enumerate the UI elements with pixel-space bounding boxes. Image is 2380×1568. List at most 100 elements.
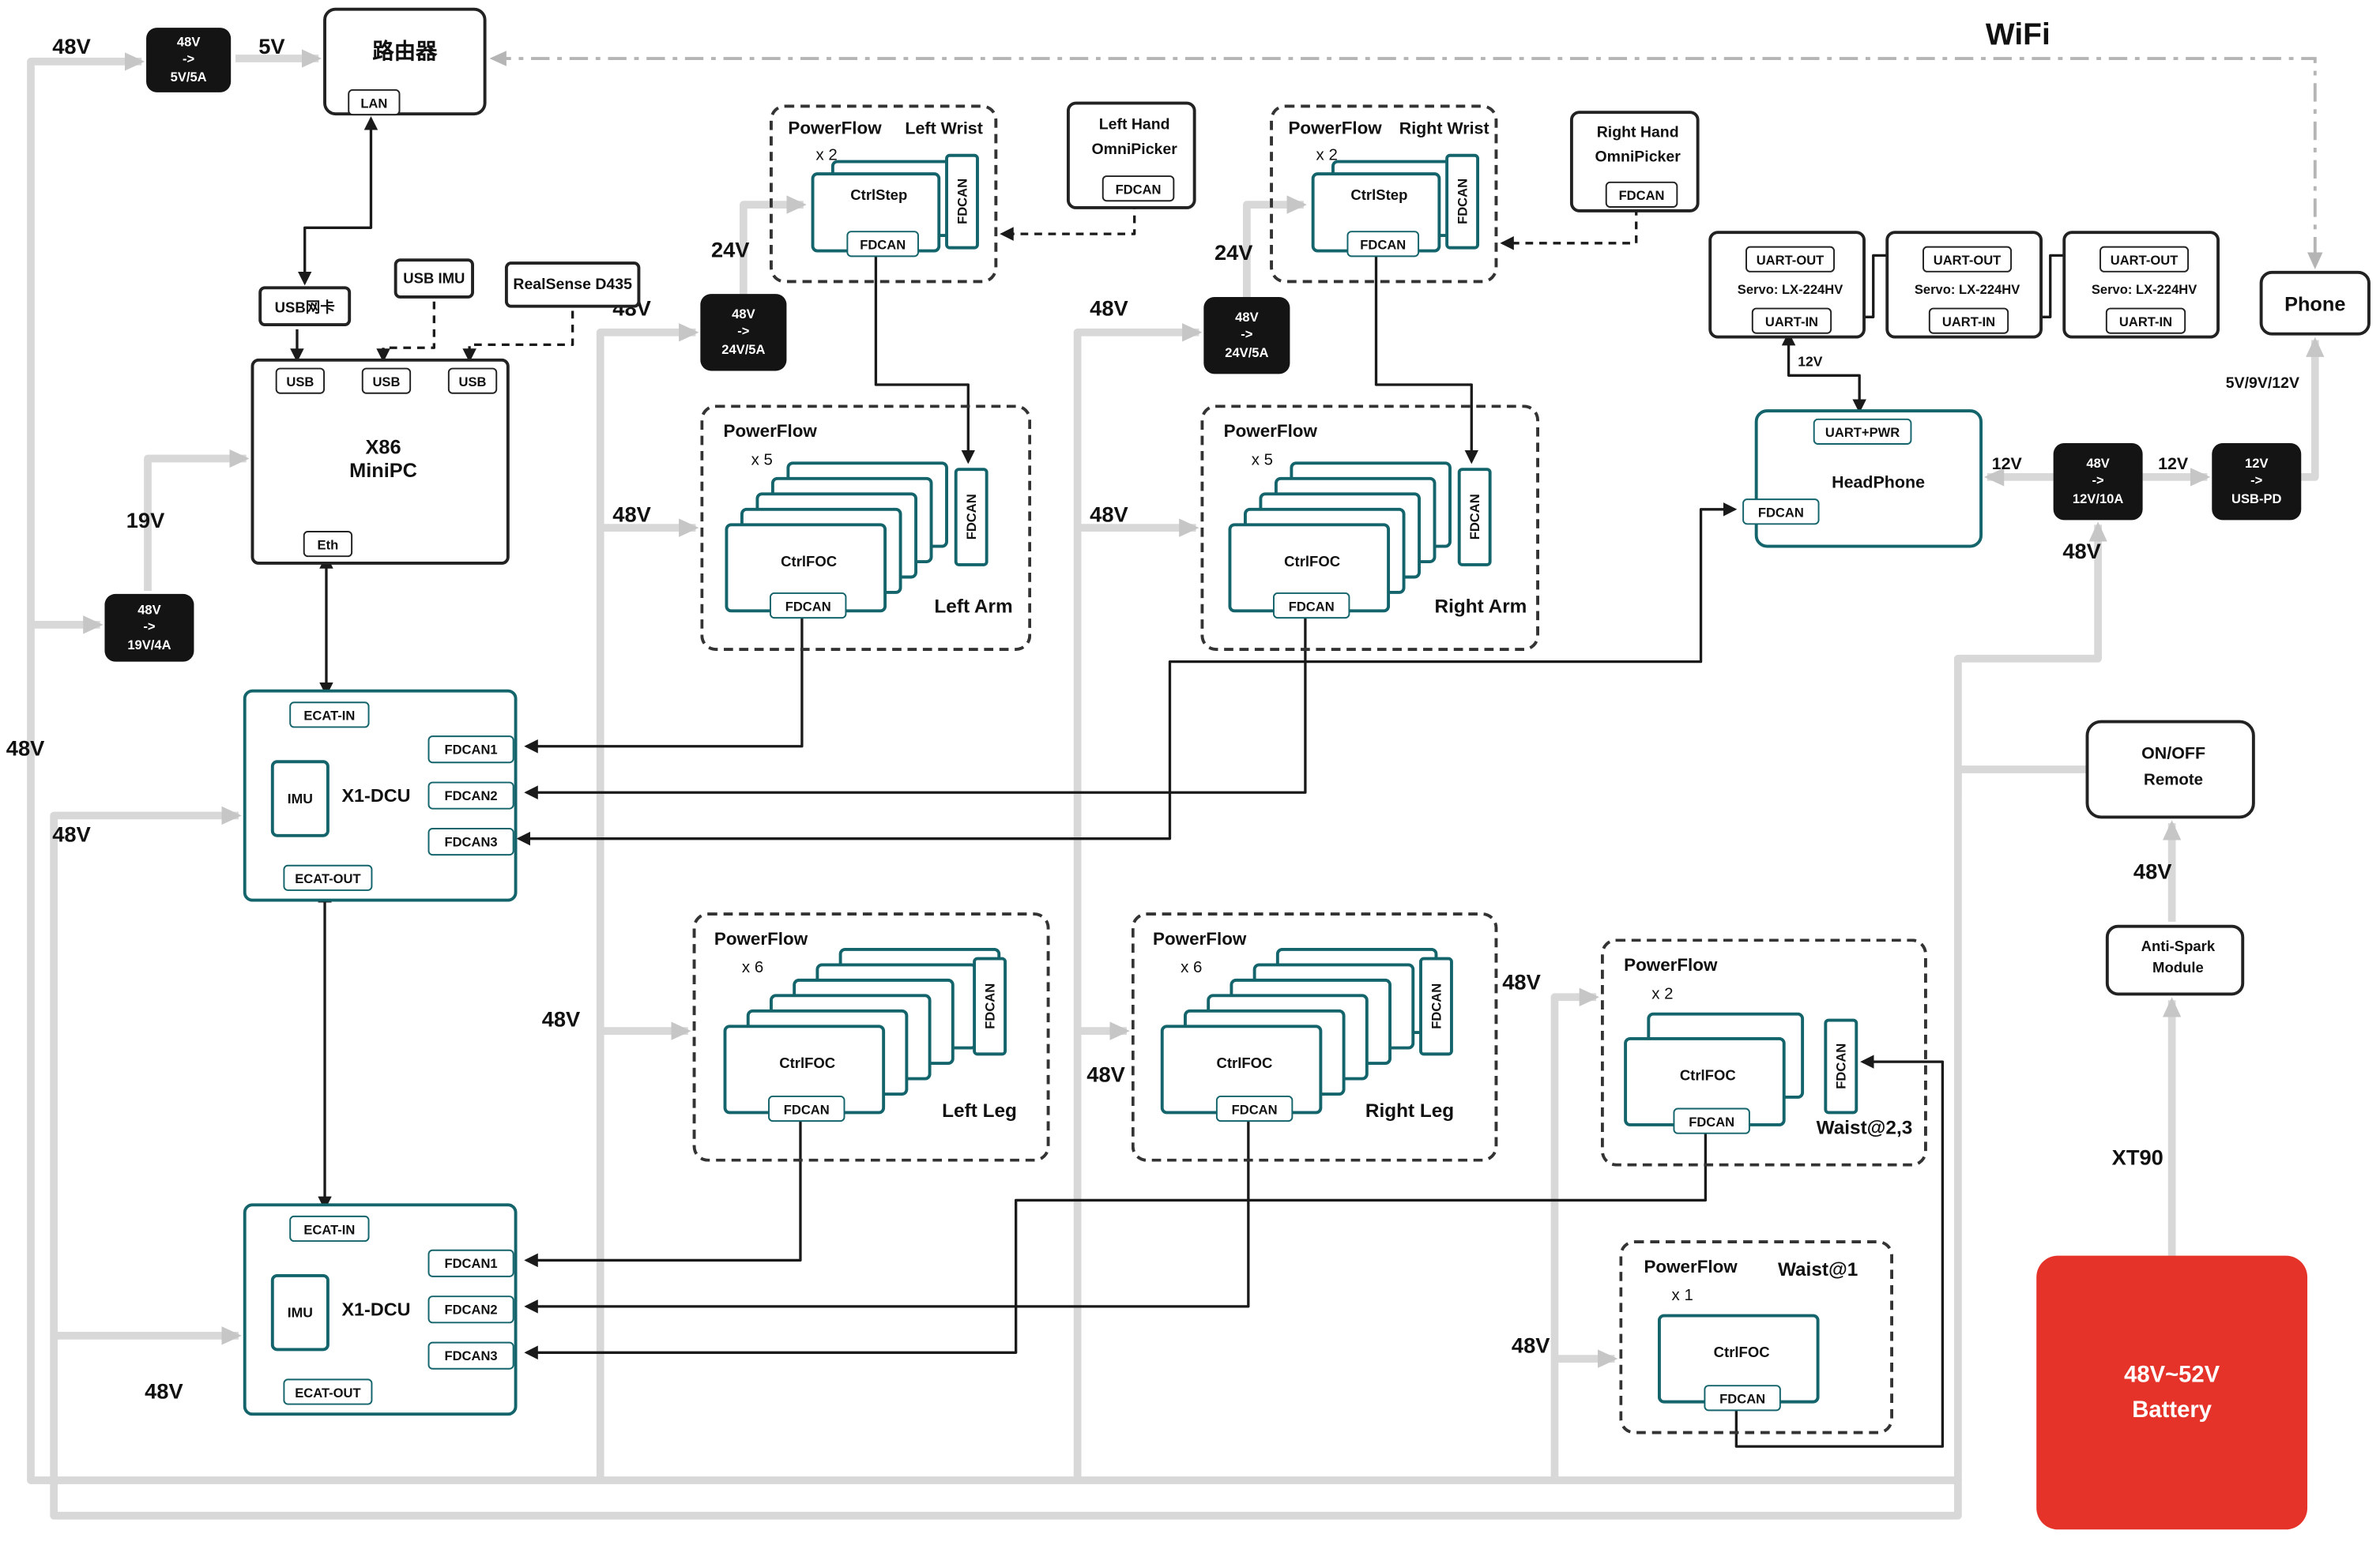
label-48v-top: 48V [52, 33, 91, 59]
label-xt90: XT90 [2111, 1145, 2163, 1170]
hand-name: Right Hand [1596, 124, 1679, 142]
fdcan-chain-label: FDCAN [954, 179, 970, 225]
converter-in: 48V [732, 306, 755, 322]
label-24v-left: 24V [710, 236, 750, 262]
converter-in: 48V [1235, 310, 1259, 325]
wire-48v-riser-mid [1073, 323, 1203, 1480]
minipc-box: USB USB USB X86 MiniPC Eth [250, 358, 512, 565]
eth-port: Eth [303, 531, 353, 558]
wire-48v-main-loop [27, 52, 2086, 1484]
powerflow-count: x 2 [815, 146, 838, 165]
uart-out-port: UART-OUT [1922, 246, 2013, 273]
hand-name: Left Hand [1098, 117, 1170, 134]
battery-line1: 48V~52V [2124, 1361, 2220, 1389]
label-5v: 5V [258, 33, 285, 59]
converter-in: 48V [137, 602, 161, 618]
imu-box: IMU [270, 760, 330, 837]
dcu-title: X1-DCU [341, 1299, 411, 1321]
ctrlfoc-label: CtrlFOC [1284, 554, 1341, 571]
converter-in: 12V [2245, 456, 2269, 472]
uart-in-port: UART-IN [1751, 307, 1832, 334]
label-wifi: WiFi [1985, 18, 2050, 53]
headphone-title: HeadPhone [1832, 473, 1926, 493]
hand-type: OmniPicker [1595, 149, 1681, 167]
wire-48v-to-12v-conv [1953, 521, 2107, 800]
group-label-waist1: Waist@1 [1777, 1258, 1858, 1280]
minipc-line2: MiniPC [349, 458, 417, 482]
ctrlfoc-label: CtrlFOC [1679, 1067, 1736, 1085]
wire-righthand-wrist [1500, 207, 1638, 250]
hand-type: OmniPicker [1091, 141, 1177, 159]
group-label-right-leg: Right Leg [1365, 1100, 1455, 1122]
headphone-box: UART+PWR HeadPhone FDCAN [1742, 409, 1983, 548]
converter-out: 24V/5A [721, 340, 766, 356]
converter-arrow: -> [2092, 472, 2104, 489]
fdcan-port: FDCAN [1272, 592, 1350, 619]
powerflow-title: PowerFlow [1624, 957, 1718, 976]
label-48v-dcu-upper: 48V [52, 822, 91, 847]
converter-12v-usbpd: 12V -> USB-PD [2212, 443, 2302, 521]
ctrlfoc-label: CtrlFOC [779, 1055, 836, 1073]
powerflow-unit-front: CtrlFOC FDCAN [1657, 1314, 1820, 1412]
realsense-box: RealSense D435 [504, 261, 641, 308]
battery-line2: Battery [2132, 1397, 2212, 1423]
fdcan-chain-label: FDCAN [963, 494, 979, 540]
label-48v-left-leg: 48V [541, 1006, 581, 1032]
powerflow-count: x 5 [751, 450, 773, 470]
fdcan-chain-label: FDCAN [981, 983, 998, 1029]
fdcan-chain-label: FDCAN [1454, 179, 1471, 225]
fdcan-chain-label: FDCAN [1833, 1043, 1849, 1089]
powerflow-title: PowerFlow [788, 119, 882, 139]
powerflow-title: PowerFlow [1223, 423, 1317, 442]
left-arm-assembly: PowerFlow x 5 FDCAN CtrlFOC FDCAN Left A… [700, 404, 1032, 652]
usb-port-2: USB [361, 367, 412, 394]
group-label-left-leg: Left Leg [942, 1100, 1017, 1122]
wire-leftwrist-leftarm [874, 250, 976, 464]
ecat-in-port: ECAT-IN [289, 1215, 370, 1243]
wire-usbpd-to-phone [2301, 337, 2325, 481]
converter-arrow: -> [183, 51, 195, 67]
powerflow-unit-front: CtrlFOC FDCAN [1624, 1036, 1786, 1134]
ctrlfoc-label: CtrlFOC [781, 554, 838, 571]
wire-rightleg-fdcan2 [524, 1115, 1250, 1314]
antispark-line2: Module [2152, 960, 2204, 977]
antispark-line1: Anti-Spark [2141, 938, 2216, 956]
label-19v: 19V [126, 507, 165, 533]
converter-48v-24v-left: 48V -> 24V/5A [700, 294, 787, 371]
usb-port-1: USB [275, 367, 326, 394]
fdcan-chain-label: FDCAN [1467, 494, 1482, 540]
powerflow-count: x 5 [1251, 450, 1274, 470]
fdcan-chain-tab: FDCAN [1457, 468, 1492, 566]
wire-leftleg-fdcan1 [524, 1115, 802, 1268]
label-24v-right: 24V [1214, 239, 1253, 265]
fdcan-port: FDCAN [770, 592, 847, 619]
uart-in-port: UART-IN [2105, 307, 2186, 334]
waist1-assembly: PowerFlow x 1 Waist@1 CtrlFOC FDCAN [1619, 1240, 1894, 1435]
powerflow-unit-front: CtrlStep FDCAN [811, 172, 941, 258]
powerflow-count: x 6 [1181, 958, 1203, 977]
converter-out: 12V/10A [2072, 490, 2124, 506]
label-48v-dcu-lower: 48V [145, 1378, 183, 1404]
label-48v-waist1: 48V [1511, 1332, 1550, 1358]
wire-rightwrist-rightarm [1374, 250, 1479, 464]
powerflow-unit-front: CtrlFOC FDCAN [1228, 523, 1391, 619]
servo-name: Servo: LX-224HV [1737, 281, 1843, 297]
fdcan2-port: FDCAN2 [427, 1295, 514, 1324]
left-wrist-assembly: PowerFlow x 2 Left Wrist FDCAN CtrlStep … [770, 104, 998, 284]
fdcan-chain-tab: FDCAN [1445, 153, 1480, 250]
imu-box: IMU [270, 1273, 330, 1352]
label-12v-headphone: 12V [1991, 455, 2022, 474]
ecat-in-port: ECAT-IN [289, 701, 370, 728]
label-48v-waist23: 48V [1502, 969, 1541, 995]
minipc-title: X86 MiniPC [254, 435, 512, 481]
wire-servo-headphone-12v [1781, 331, 1866, 414]
router-title: 路由器 [372, 38, 438, 63]
fdcan-port: FDCAN [1215, 1095, 1294, 1122]
label-12v-usbpd: 12V [2158, 455, 2189, 474]
battery-box: 48V~52V Battery [2036, 1255, 2308, 1530]
remote-line2: Remote [2144, 770, 2204, 790]
fdcan3-port: FDCAN3 [427, 1341, 514, 1370]
converter-out: 19V/4A [127, 636, 171, 652]
label-phone-voltages: 5V/9V/12V [2225, 375, 2299, 393]
antispark-box: Anti-Spark Module [2105, 924, 2245, 996]
